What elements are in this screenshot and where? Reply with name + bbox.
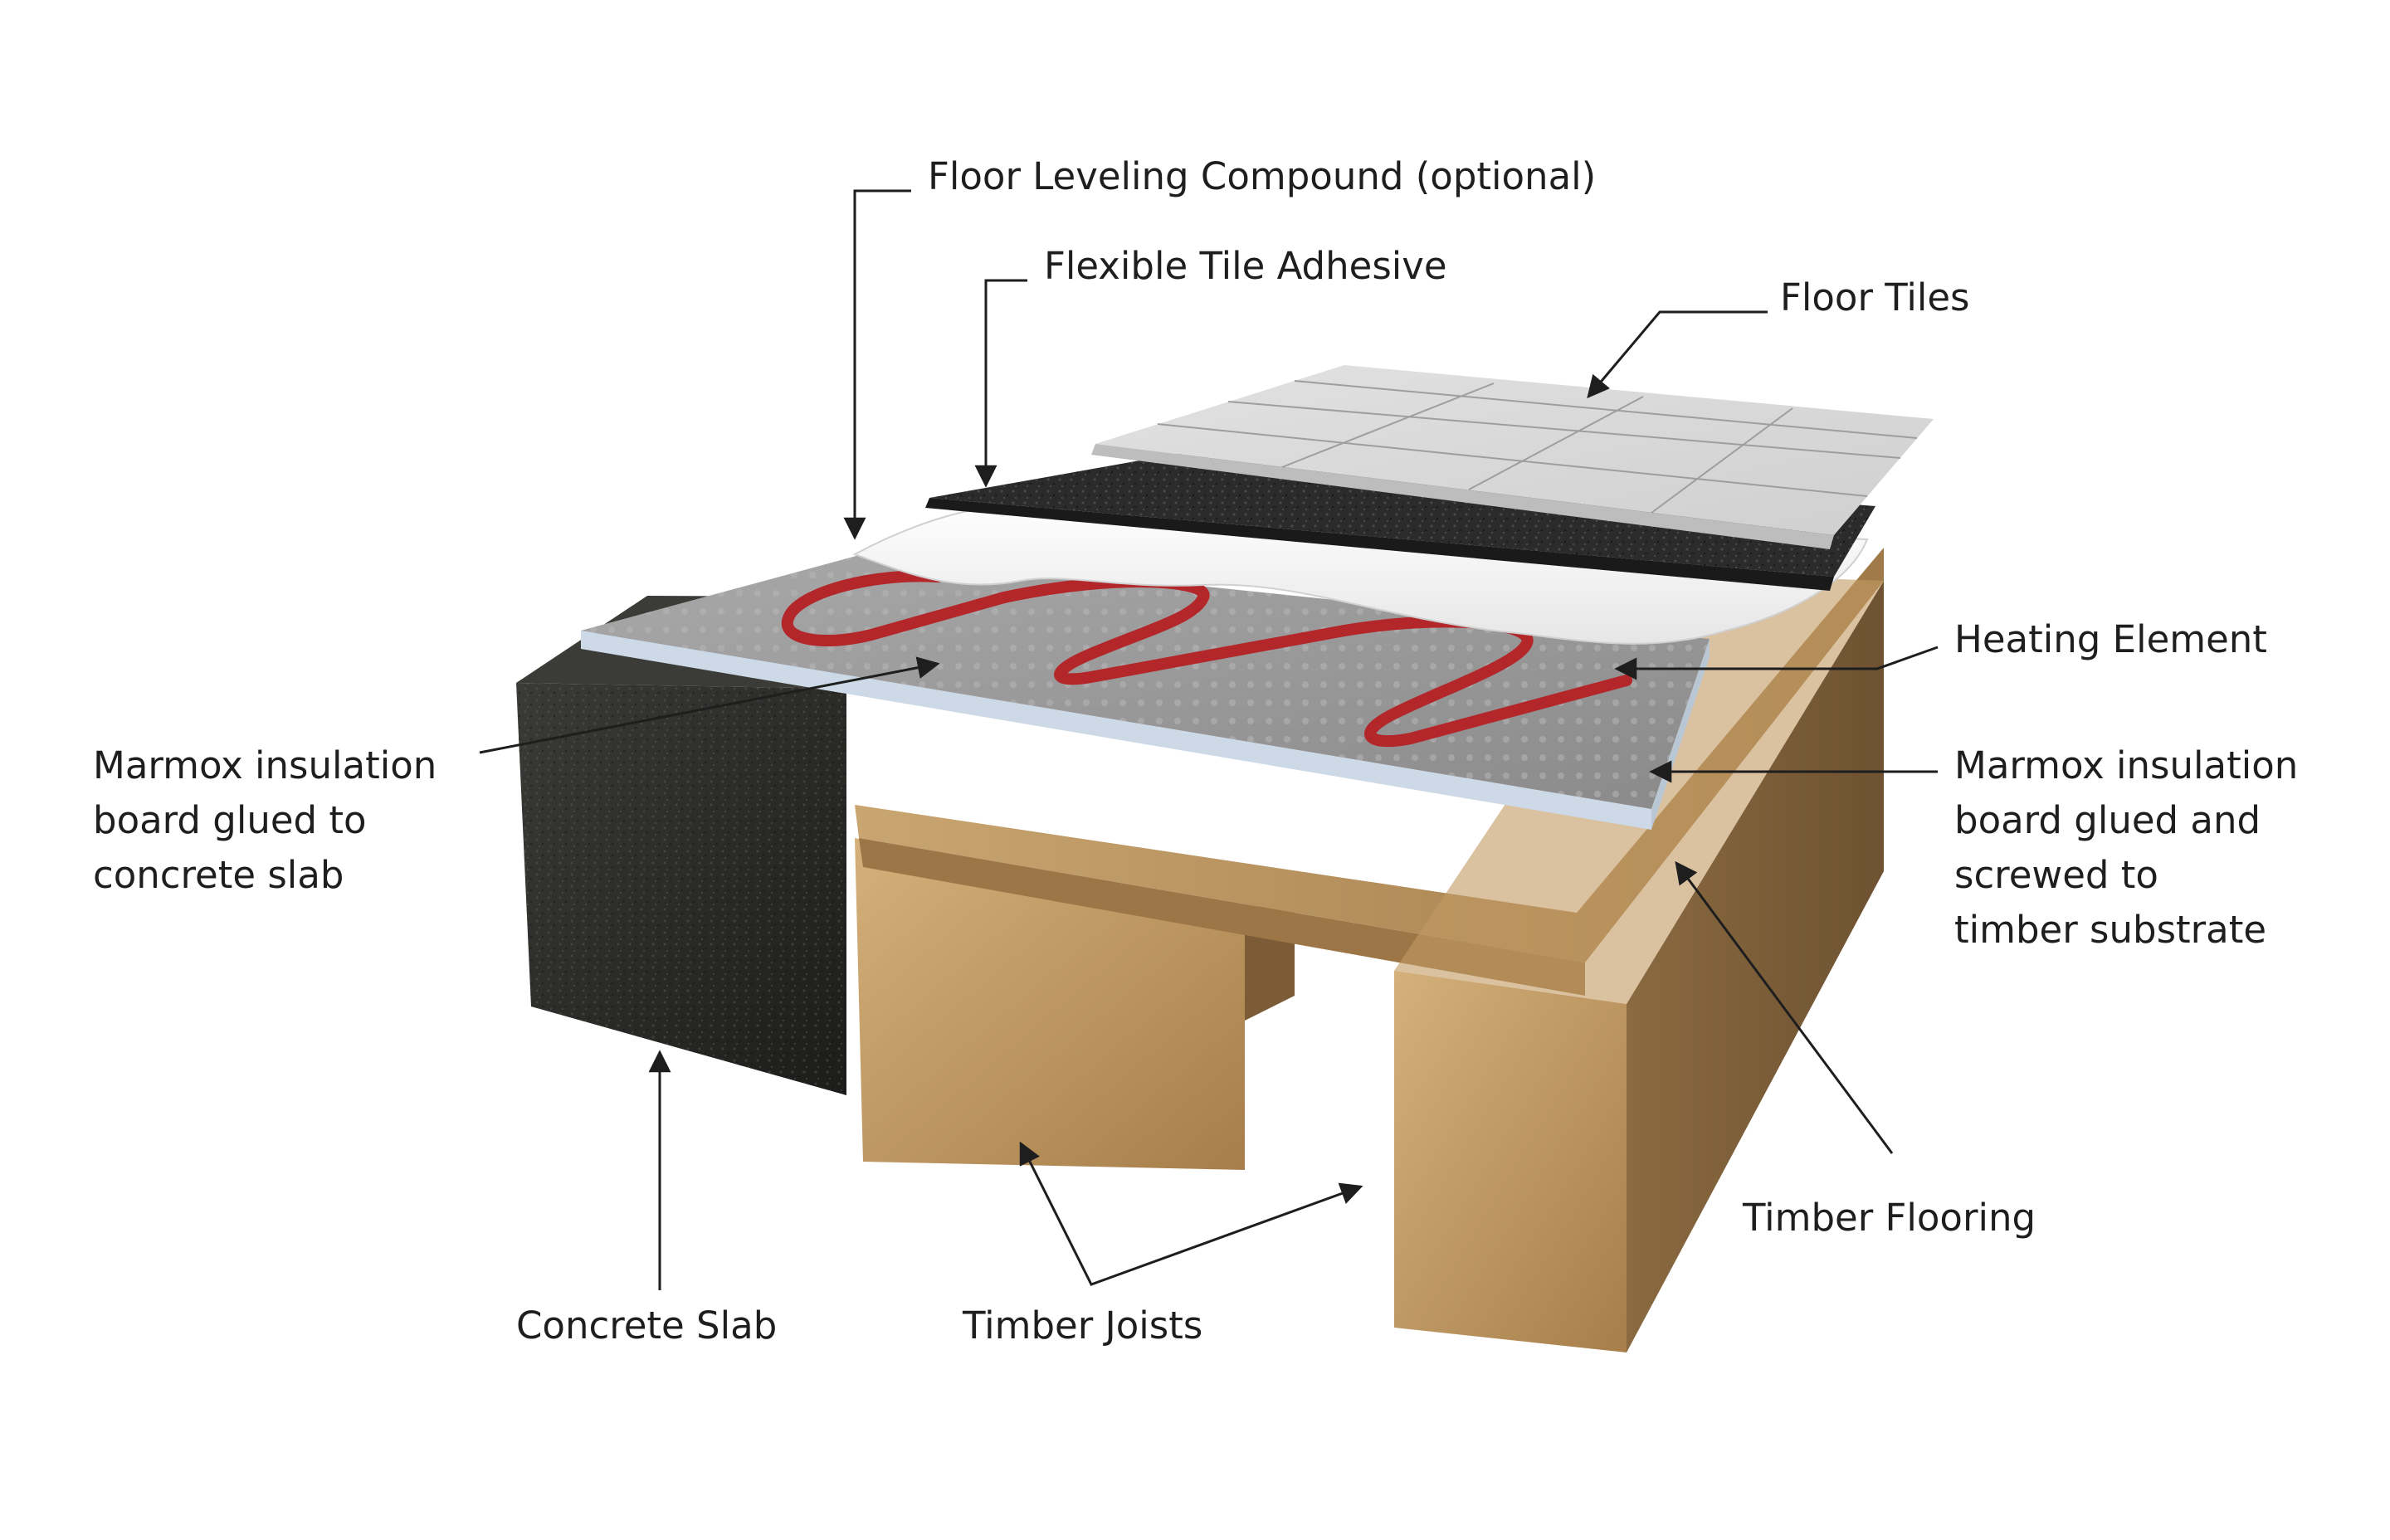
label-marmox-timber-line-1: Marmox insulation	[1954, 743, 2299, 787]
label-concrete-slab: Concrete Slab	[516, 1304, 778, 1348]
leader-floor-tiles	[1587, 310, 1768, 399]
label-marmox-timber-line-2: board glued and	[1954, 798, 2261, 842]
leader-lines	[479, 189, 1939, 1290]
label-flexible-tile-adhesive: Flexible Tile Adhesive	[1044, 244, 1447, 288]
label-marmox-timber-line-4: timber substrate	[1954, 908, 2267, 952]
tile-adhesive-illustration	[925, 452, 1875, 591]
label-marmox-timber-line-3: screwed to	[1954, 853, 2158, 897]
label-marmox-timber: Marmox insulation board glued and screwe…	[1954, 738, 2298, 958]
label-marmox-concrete-line-2: board glued to	[93, 798, 367, 842]
leader-floor-leveling	[843, 189, 911, 540]
label-floor-leveling-compound: Floor Leveling Compound (optional)	[928, 154, 1597, 198]
label-timber-flooring: Timber Flooring	[1743, 1196, 2036, 1240]
label-marmox-concrete-line-1: Marmox insulation	[93, 743, 437, 787]
leader-timber-flooring	[1675, 860, 1894, 1154]
floor-tiles-illustration	[1091, 365, 1934, 549]
leader-tile-adhesive	[974, 279, 1027, 488]
label-floor-tiles: Floor Tiles	[1780, 275, 1970, 319]
label-timber-joists: Timber Joists	[963, 1304, 1203, 1348]
label-marmox-concrete: Marmox insulation board glued to concret…	[93, 738, 437, 903]
label-marmox-concrete-line-3: concrete slab	[93, 853, 344, 897]
leader-heating-element	[1614, 646, 1939, 680]
label-heating-element: Heating Element	[1954, 617, 2267, 661]
leader-timber-joists	[1019, 1141, 1363, 1286]
leader-marmox-concrete	[479, 656, 940, 754]
